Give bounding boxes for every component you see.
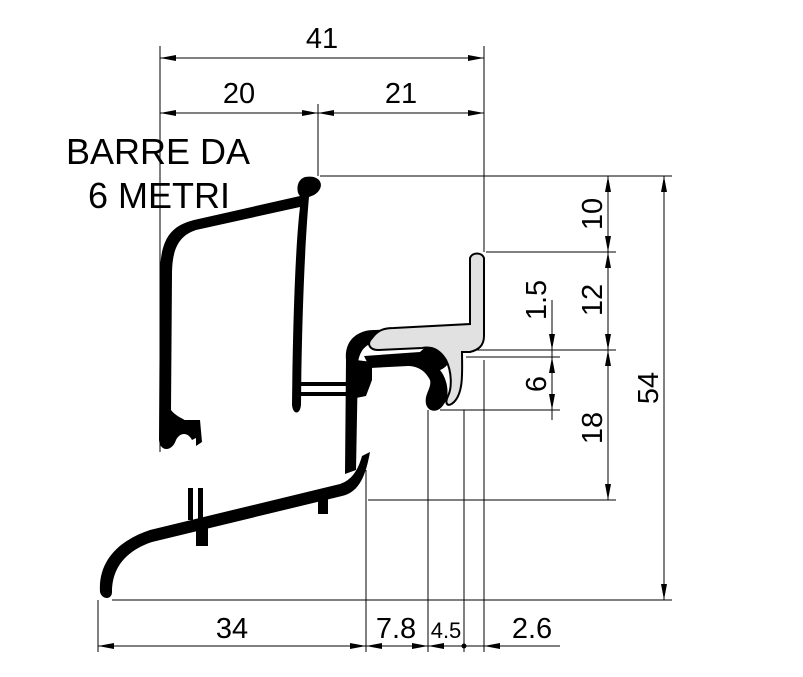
dimension-lines: [98, 55, 667, 649]
profile-link-top: [300, 382, 350, 386]
dim-right-10: 10: [577, 198, 609, 230]
seal-gasket: [368, 252, 485, 406]
dim-right-total: 54: [633, 372, 665, 404]
note-line-1: BARRE DA: [66, 131, 250, 172]
profile-hook: [176, 420, 202, 446]
profile-post-4: [318, 492, 328, 514]
dim-bottom-34: 34: [216, 613, 248, 645]
dim-bottom-2-6: 2.6: [512, 613, 552, 645]
profile-right-lip: [364, 343, 451, 411]
extension-lines: [97, 46, 672, 652]
profile-link-bottom: [300, 392, 350, 396]
dim-right-1-5: 1.5: [521, 280, 553, 320]
aluminium-profile: [99, 176, 451, 598]
dim-top-left: 20: [223, 78, 255, 110]
profile-outer-arch: [159, 176, 321, 449]
profile-post-3: [196, 522, 208, 546]
dim-right-18: 18: [577, 412, 609, 444]
profile-center-wall: [345, 328, 440, 474]
profile-post-2: [198, 488, 203, 520]
profile-post-1: [188, 488, 193, 520]
dim-right-12: 12: [577, 284, 609, 316]
note-line-2: 6 METRI: [88, 175, 230, 216]
dim-bottom-4-5: 4.5: [431, 618, 462, 643]
dim-top-total: 41: [306, 23, 338, 55]
profile-inner-hook: [356, 360, 372, 398]
dim-right-6: 6: [521, 376, 553, 392]
dim-top-right: 21: [385, 78, 417, 110]
dim-bottom-7-8: 7.8: [376, 613, 416, 645]
profile-bottom-rail: [99, 452, 371, 598]
